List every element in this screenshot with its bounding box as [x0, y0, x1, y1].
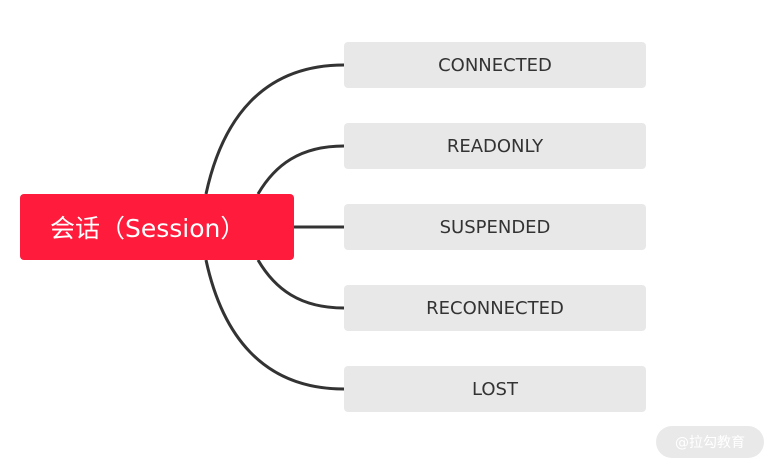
state-label-lost: LOST: [472, 378, 518, 400]
connector-readonly: [256, 144, 345, 195]
state-label-suspended: SUSPENDED: [439, 216, 551, 238]
connector-connected: [204, 63, 345, 195]
state-node-reconnected: RECONNECTED: [344, 285, 646, 331]
state-node-readonly: READONLY: [344, 123, 646, 169]
state-label-connected: CONNECTED: [438, 54, 552, 76]
state-node-lost: LOST: [344, 366, 646, 412]
state-label-reconnected: RECONNECTED: [426, 297, 564, 319]
watermark-badge: @拉勾教育: [656, 426, 764, 458]
session-root-label: 会话（Session）: [50, 214, 246, 243]
connector-reconnected: [256, 259, 345, 310]
state-node-connected: CONNECTED: [344, 42, 646, 88]
session-root-node: 会话（Session）: [20, 194, 294, 260]
state-node-suspended: SUSPENDED: [344, 204, 646, 250]
state-label-readonly: READONLY: [446, 135, 544, 157]
connector-lost: [204, 259, 345, 391]
watermark-label: @拉勾教育: [675, 435, 745, 451]
